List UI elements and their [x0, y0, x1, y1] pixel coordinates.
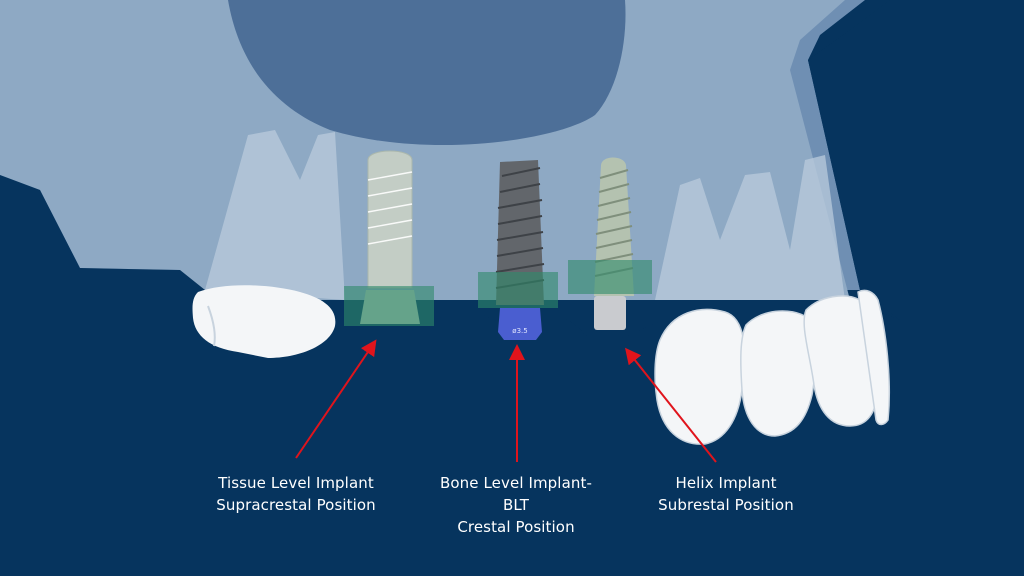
left-molar-crown [192, 285, 336, 358]
left-molar-highlight [207, 305, 216, 347]
bone-level-implant: ø3.5 [478, 160, 558, 340]
helix-soft-tissue-zone [568, 260, 652, 294]
bone-level-position: Crestal Position [457, 518, 575, 536]
helix-arrow [625, 347, 717, 463]
tooth-roots [205, 130, 845, 300]
bone-level-title: Bone Level Implant- [440, 474, 592, 492]
tissue-level-arrow [295, 339, 377, 459]
bone-level-caption: Bone Level Implant- BLT Crestal Position [426, 472, 606, 538]
right-teeth [654, 289, 890, 445]
tissue-level-implant [344, 150, 434, 326]
maxillary-sinus [228, 0, 626, 146]
helix-caption: Helix Implant Subrestal Position [636, 472, 816, 516]
bone-level-soft-tissue-zone [478, 272, 558, 308]
bone-level-model: BLT [502, 496, 530, 514]
tissue-level-position: Supracrestal Position [216, 496, 376, 514]
tissue-level-caption: Tissue Level Implant Supracrestal Positi… [196, 472, 396, 516]
helix-position: Subrestal Position [658, 496, 794, 514]
tissue-level-title: Tissue Level Implant [218, 474, 374, 492]
helix-title: Helix Implant [675, 474, 777, 492]
helix-implant [568, 157, 652, 330]
abutment-marking: ø3.5 [512, 327, 527, 335]
tissue-level-soft-tissue-zone [344, 286, 434, 326]
maxilla-bone [0, 0, 850, 300]
dark-cheek-region [808, 0, 1024, 320]
gingiva [0, 175, 1024, 576]
